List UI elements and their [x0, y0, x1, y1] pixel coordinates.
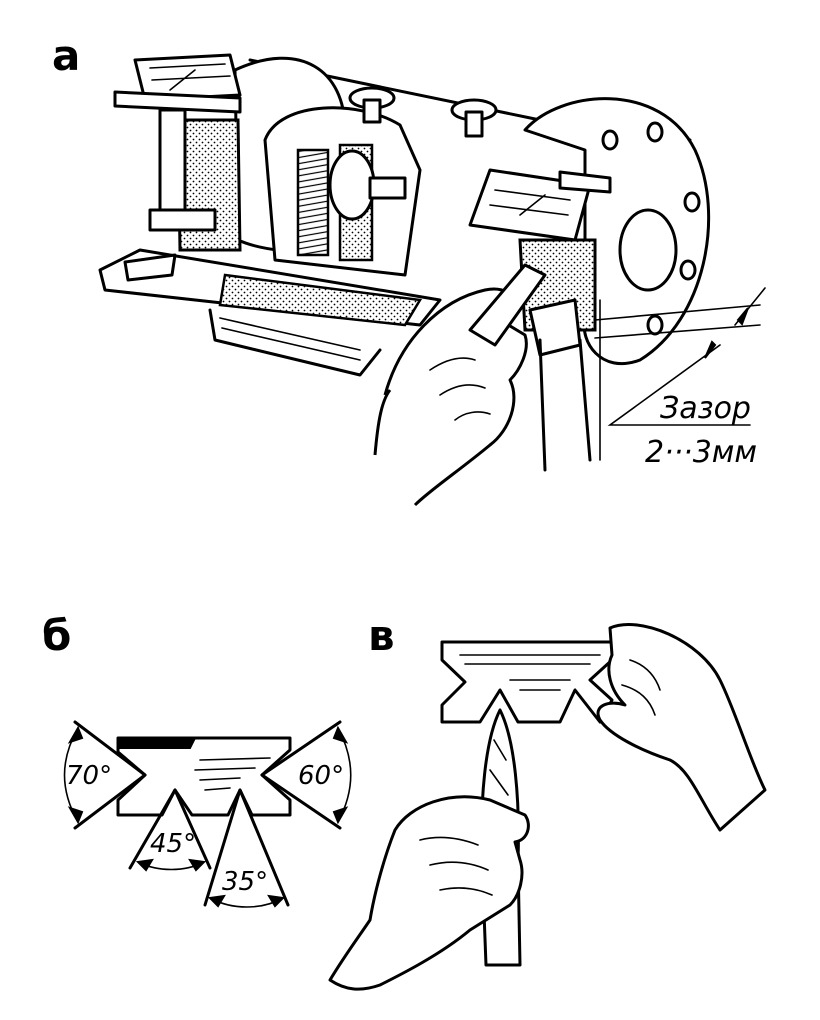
tray-slot	[123, 253, 177, 282]
angle-label-60: 60°	[298, 761, 344, 791]
adjustment-knob-right	[450, 98, 498, 138]
right-shield-rod	[558, 170, 612, 194]
left-tool-rest	[148, 208, 217, 232]
drill-bit-a	[468, 263, 547, 347]
panel-a-letter: а	[52, 31, 80, 80]
angle-60-lines	[260, 720, 342, 830]
left-column	[158, 108, 187, 217]
angle-70-lines	[73, 720, 147, 830]
right-wheel-guard	[523, 97, 711, 366]
template-check-scene	[328, 623, 767, 991]
template-plate-c	[440, 640, 614, 724]
angle-45-lines	[128, 788, 212, 870]
motor-shaft	[368, 176, 407, 200]
hand-a	[373, 287, 528, 507]
motor-winding-left	[296, 148, 330, 257]
template-plate	[116, 736, 292, 817]
angle-35-lines	[203, 788, 290, 907]
panel-b: б 70° 60	[42, 611, 352, 908]
angle-label-35: 35°	[222, 867, 268, 897]
gap-dimension-lines	[594, 304, 761, 339]
bench-grinder	[98, 53, 766, 507]
gap-value: 2···3мм	[645, 435, 757, 470]
guard-bolts	[601, 121, 701, 336]
tray-debris-area	[218, 273, 423, 327]
right-tool-rest	[528, 298, 582, 357]
tool-rest-support	[538, 338, 592, 472]
panel-b-letter: б	[42, 611, 71, 660]
grinder-base	[208, 308, 382, 377]
angle-template	[63, 720, 352, 908]
gap-label: Зазор	[660, 391, 751, 426]
angle-label-45: 45°	[150, 829, 196, 859]
angle-label-70: 70°	[66, 761, 112, 791]
panel-a: а	[52, 31, 766, 507]
left-shield-rod	[113, 90, 242, 114]
adjustment-knob-left	[348, 86, 396, 124]
right-guard-hub	[618, 208, 678, 292]
panel-c: в	[328, 611, 767, 991]
panel-c-letter: в	[368, 611, 395, 660]
hand-holding-template	[596, 623, 767, 832]
motor-rotor	[328, 149, 376, 221]
